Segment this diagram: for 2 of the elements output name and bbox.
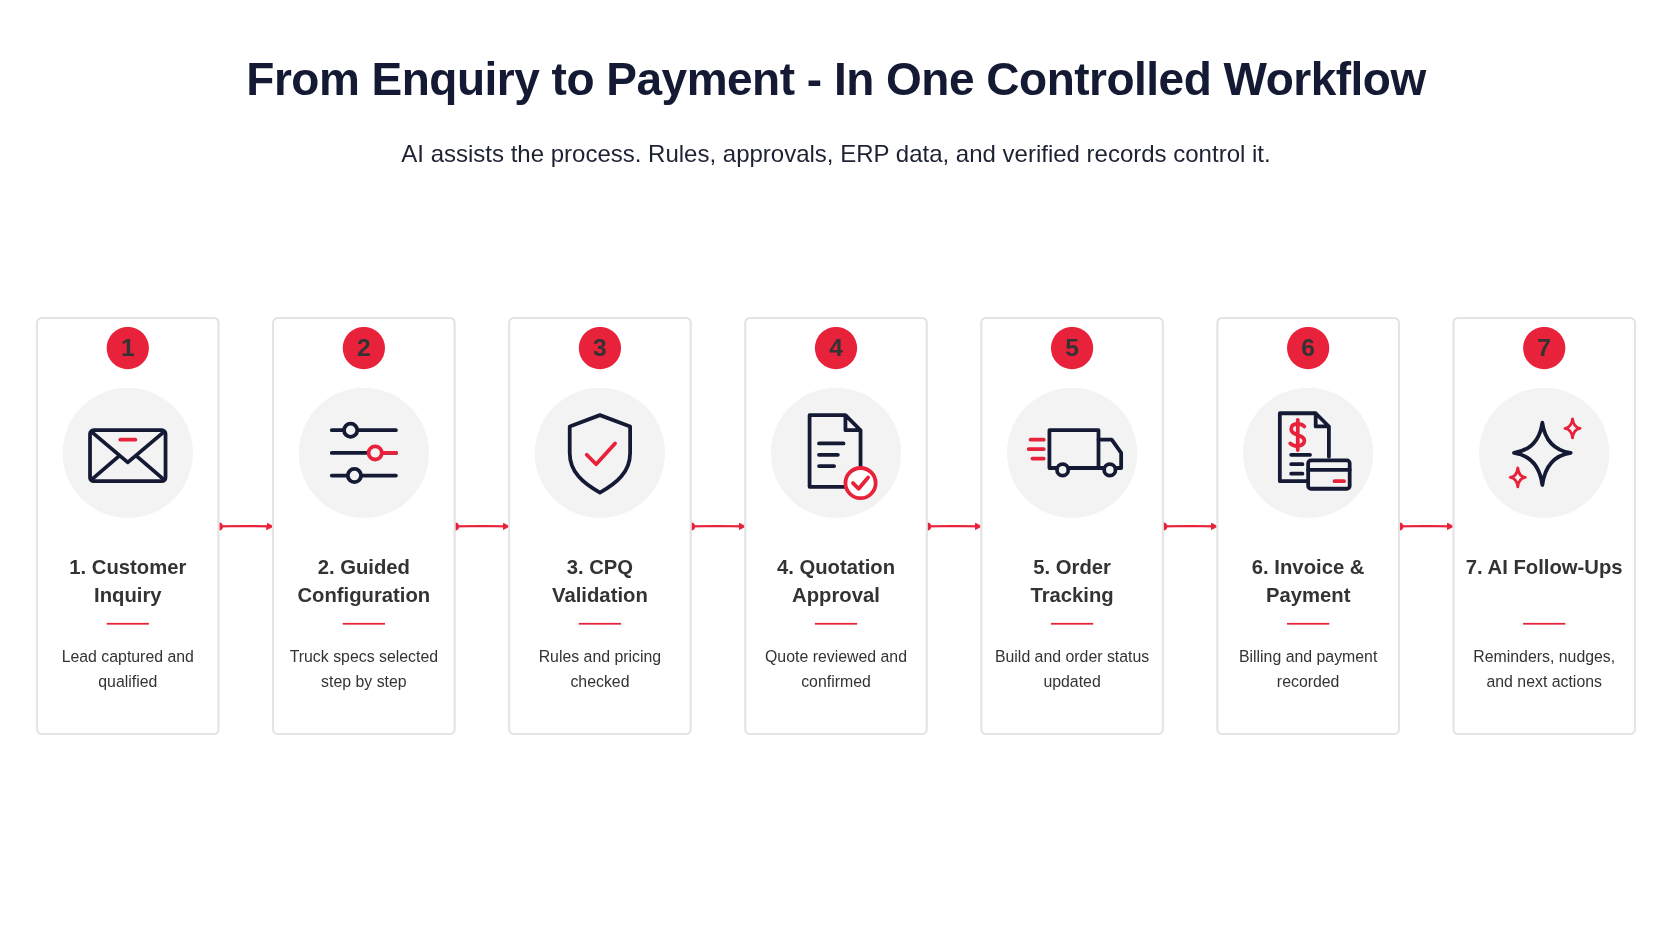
subtitle: AI assists the process. Rules, approvals, ERP data, and verified records control it.	[401, 140, 1271, 168]
title: From Enquiry to Payment - In One Controlled Workflow	[245, 52, 1428, 106]
